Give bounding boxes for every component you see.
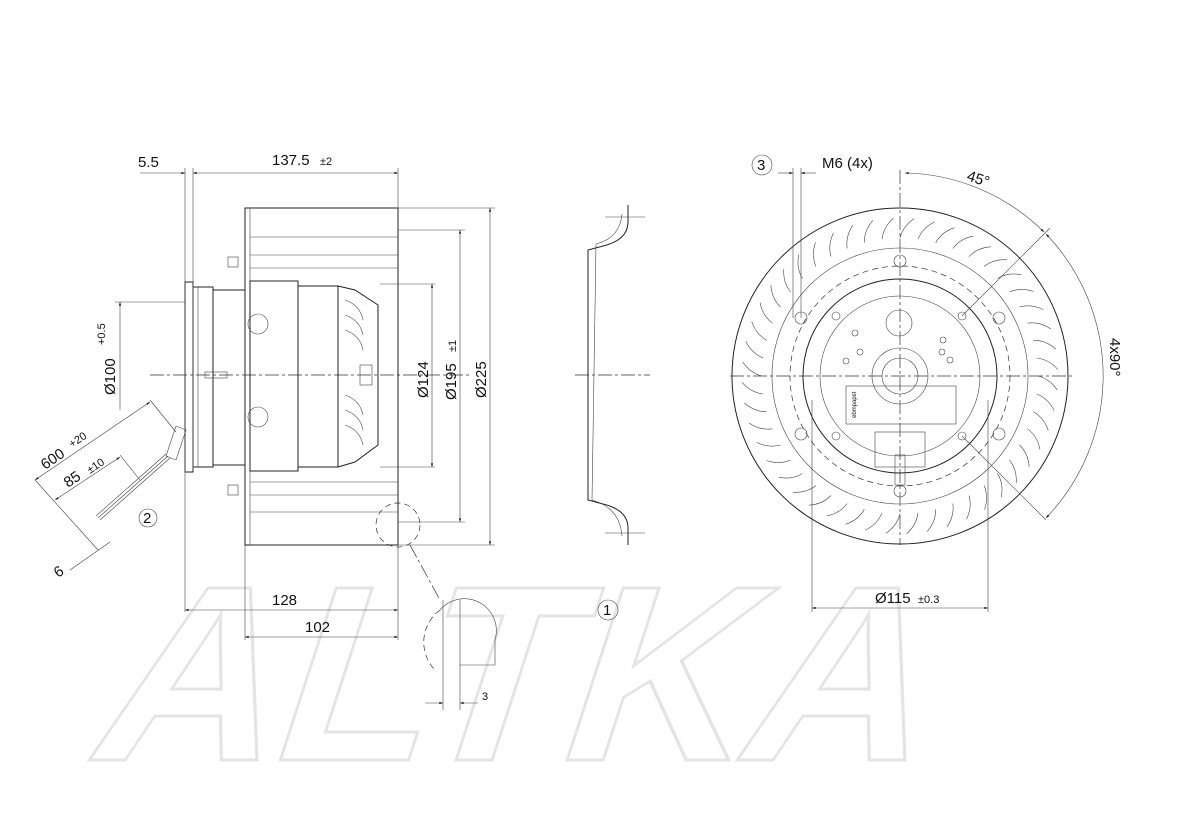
inlet-ring-view: 1 bbox=[575, 205, 650, 621]
dim-d225: Ø225 bbox=[473, 361, 490, 398]
impeller-blade bbox=[1019, 305, 1044, 310]
impeller-blade bbox=[952, 235, 974, 249]
impeller-blade bbox=[756, 442, 781, 447]
impeller-blade bbox=[792, 485, 817, 493]
dim-strip: 85 bbox=[61, 468, 84, 491]
impeller-blade bbox=[885, 513, 901, 534]
impeller-blade bbox=[770, 285, 781, 308]
impeller-blade bbox=[783, 268, 791, 293]
dim-wire: 6 bbox=[51, 563, 67, 582]
impeller-blade bbox=[997, 273, 1022, 279]
dim-detail: 3 bbox=[482, 691, 488, 703]
impeller-blade bbox=[946, 503, 954, 527]
impeller-blade bbox=[1027, 428, 1041, 450]
impeller-blade bbox=[966, 495, 971, 520]
impeller-blade bbox=[983, 485, 987, 510]
impeller-blade bbox=[813, 242, 817, 267]
impeller-blade bbox=[778, 473, 803, 479]
impeller-blade bbox=[863, 220, 874, 243]
dim-bolt-circle: Ø115 bbox=[875, 590, 911, 607]
watermark: ALTKA bbox=[66, 535, 985, 814]
impeller-blade bbox=[744, 402, 767, 413]
impeller-blade bbox=[1027, 322, 1051, 330]
dim-flange: 5.5 bbox=[138, 154, 159, 171]
impeller-blade bbox=[745, 341, 764, 359]
impeller-blade bbox=[1009, 289, 1034, 293]
impeller-blade bbox=[917, 221, 935, 240]
thread-spec: M6 (4x) bbox=[822, 155, 873, 172]
dim-bolt-tol: ±0.3 bbox=[918, 594, 939, 606]
side-view: 5.5 137.5 ±2 Ø124 Ø195 ±1 Ø225 Ø100 +0.5… bbox=[34, 152, 497, 710]
nameplate-label: ebmpapst bbox=[852, 391, 858, 418]
impeller-blade bbox=[809, 495, 832, 506]
impeller-blade bbox=[997, 473, 1003, 498]
angle-45: 45° bbox=[965, 168, 992, 191]
impeller-blade bbox=[935, 227, 955, 243]
impeller-blade bbox=[742, 361, 763, 377]
impeller-blade bbox=[968, 246, 991, 257]
impeller-blade bbox=[1033, 339, 1056, 350]
dim-length: 137.5 bbox=[272, 152, 310, 169]
callout-3: 3 bbox=[757, 157, 765, 174]
dim-cable-tol: +20 bbox=[67, 430, 89, 450]
impeller-blade bbox=[1009, 459, 1017, 484]
impeller-blade bbox=[865, 512, 883, 531]
impeller-blade bbox=[1037, 375, 1058, 391]
impeller-blade bbox=[741, 382, 764, 395]
impeller-blade bbox=[751, 321, 767, 341]
dim-inlet-tol: +0.5 bbox=[96, 323, 108, 345]
impeller-blade bbox=[983, 259, 1008, 267]
dim-d124: Ø124 bbox=[415, 361, 432, 398]
impeller-blade bbox=[797, 254, 803, 279]
impeller-blade bbox=[1036, 357, 1059, 370]
dim-cable: 600 bbox=[38, 445, 68, 473]
dim-strip-tol: ±10 bbox=[85, 456, 107, 476]
impeller-blade bbox=[829, 232, 834, 257]
dim-length-tol: ±2 bbox=[320, 156, 332, 168]
impeller-blade bbox=[846, 225, 854, 249]
impeller-blade bbox=[826, 503, 848, 517]
dim-102: 102 bbox=[305, 619, 330, 636]
dim-128: 128 bbox=[272, 592, 297, 609]
impeller-blade bbox=[766, 459, 791, 463]
impeller-blade bbox=[1033, 411, 1049, 431]
impeller-blade bbox=[759, 302, 773, 324]
front-view: ebmpapst 3 M6 (4x) 45° 4x90° Ø115 ±0.3 bbox=[730, 154, 1123, 612]
impeller-blade bbox=[899, 218, 915, 239]
impeller-blade bbox=[845, 509, 865, 525]
impeller-blade bbox=[749, 422, 773, 430]
impeller-blade bbox=[906, 512, 919, 535]
callout-1: 1 bbox=[603, 602, 611, 619]
impeller-blade bbox=[1036, 393, 1055, 411]
impeller-blade bbox=[926, 509, 937, 532]
impeller-blade bbox=[881, 217, 894, 240]
dim-inlet-dia: Ø100 bbox=[102, 358, 119, 395]
impeller-blade bbox=[1019, 444, 1030, 467]
angle-4x90: 4x90° bbox=[1106, 338, 1123, 377]
dim-d195-tol: ±1 bbox=[447, 340, 459, 352]
callout-2: 2 bbox=[143, 510, 151, 527]
dim-d195: Ø195 bbox=[443, 363, 460, 400]
